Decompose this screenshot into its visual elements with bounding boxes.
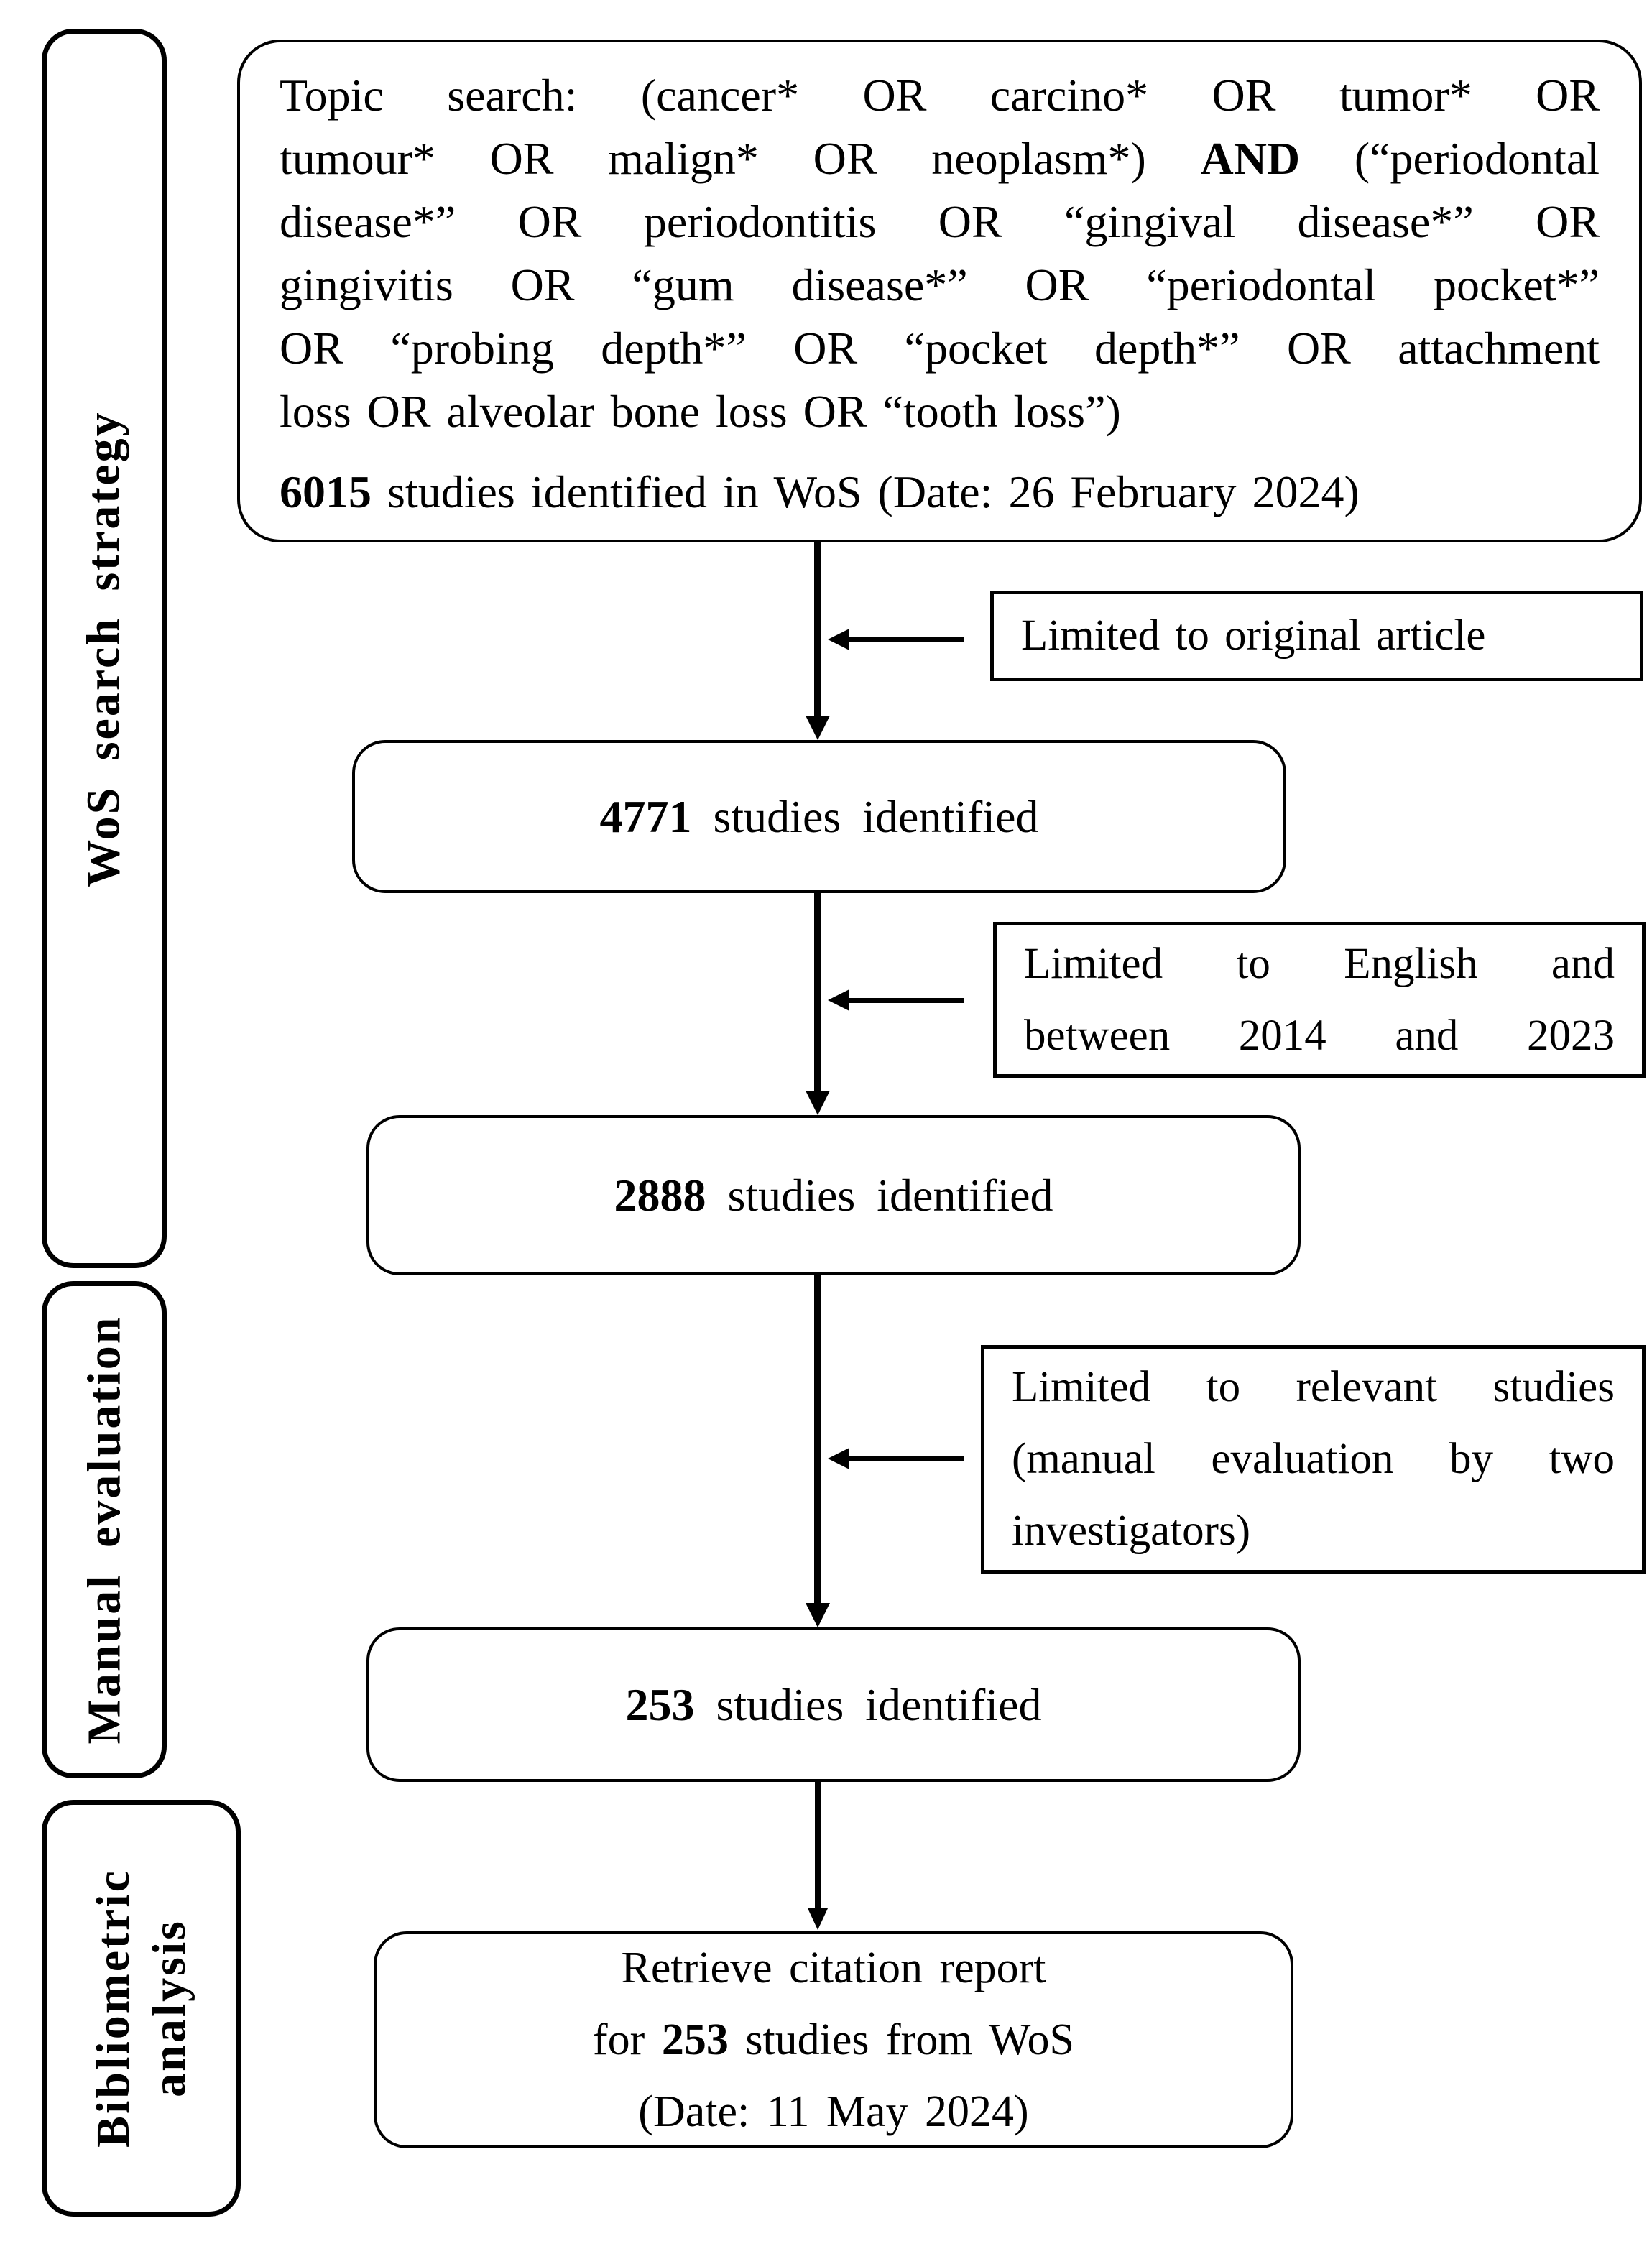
phase-label-manual-evaluation: Manual evaluation — [78, 1315, 130, 1745]
query-line-6: loss OR alveolar bone loss OR “tooth los… — [280, 386, 1121, 437]
left-arrow-3-line — [849, 1456, 964, 1461]
count-253: 253 — [625, 1678, 695, 1730]
step-text-4771: 4771 studies identified — [599, 790, 1038, 844]
step-text-2888: 2888 studies identified — [614, 1169, 1053, 1222]
final-citation-report-box: Retrieve citation report for 253 studies… — [374, 1931, 1293, 2148]
result-rest: studies identified in WoS (Date: 26 Febr… — [372, 466, 1360, 517]
filter-box-relevant-studies: Limited to relevant studies (manual eval… — [981, 1345, 1646, 1574]
step-text-253: 253 studies identified — [625, 1678, 1041, 1732]
down-arrow-1-head-icon — [806, 716, 830, 740]
filter-2-line-2: between 2014 and 2023 — [1024, 1011, 1615, 1060]
step-box-2888: 2888 studies identified — [366, 1115, 1301, 1275]
filter-3-line-2: (manual evaluation by two — [1012, 1435, 1615, 1483]
down-arrow-4-line — [815, 1782, 821, 1908]
left-arrow-1-head-icon — [828, 629, 849, 650]
count-6015: 6015 — [280, 466, 372, 517]
phase-box-bibliometric-analysis: Bibliometric analysis — [42, 1800, 241, 2217]
left-arrow-1-line — [849, 637, 964, 642]
step-rest-253: studies identified — [694, 1678, 1042, 1730]
left-arrow-2-line — [849, 998, 964, 1003]
filter-3-line-1: Limited to relevant studies — [1012, 1363, 1615, 1411]
topic-search-box: Topic search: (cancer* OR carcino* OR tu… — [237, 40, 1642, 542]
step-box-253: 253 studies identified — [366, 1627, 1301, 1782]
left-arrow-3-head-icon — [828, 1448, 849, 1469]
down-arrow-2-head-icon — [806, 1091, 830, 1115]
down-arrow-1-line — [814, 542, 821, 716]
final-line-2-post: studies from WoS — [728, 2015, 1074, 2064]
filter-3-line-3: investigators) — [1012, 1507, 1251, 1555]
left-arrow-2-head-icon — [828, 989, 849, 1011]
filter-box-original-article: Limited to original article — [990, 591, 1643, 681]
filter-1-line-1: Limited to original article — [1021, 611, 1486, 660]
down-arrow-4-head-icon — [808, 1908, 828, 1930]
query-line-5: OR “probing depth*” OR “pocket depth*” O… — [280, 323, 1600, 374]
query-line-4: gingivitis OR “gum disease*” OR “periodo… — [280, 259, 1600, 310]
phase-label-bibliometric-analysis: Bibliometric analysis — [86, 1869, 198, 2148]
query-and-operator: AND — [1200, 133, 1301, 184]
phase-box-wos-search-strategy: WoS search strategy — [42, 29, 167, 1268]
query-line-3: disease*” OR periodontitis OR “gingival … — [280, 196, 1600, 247]
phase-label-bibliometric-line1: Bibliometric — [86, 1869, 139, 2148]
query-line-2-post: (“periodontal — [1300, 133, 1600, 184]
filter-box-english-years: Limited to English and between 2014 and … — [993, 922, 1646, 1078]
step-box-4771: 4771 studies identified — [352, 740, 1286, 893]
final-line-1: Retrieve citation report — [621, 1944, 1046, 1992]
count-4771: 4771 — [599, 790, 692, 842]
down-arrow-3-line — [814, 1275, 821, 1603]
down-arrow-2-line — [814, 893, 821, 1091]
final-line-2: for 253 studies from WoS — [593, 2004, 1074, 2076]
query-line-1: Topic search: (cancer* OR carcino* OR tu… — [280, 70, 1600, 121]
initial-result-count: 6015 studies identified in WoS (Date: 26… — [280, 461, 1600, 524]
final-count-253: 253 — [661, 2015, 729, 2064]
query-line-2-pre: tumour* OR malign* OR neoplasm*) — [280, 133, 1201, 184]
phase-box-manual-evaluation: Manual evaluation — [42, 1281, 167, 1778]
phase-label-bibliometric-line2: analysis — [142, 1919, 195, 2097]
phase-label-wos-search-strategy: WoS search strategy — [78, 410, 130, 887]
filter-2-line-1: Limited to English and — [1024, 939, 1615, 988]
query-line-2: tumour* OR malign* OR neoplasm*) AND (“p… — [280, 127, 1600, 190]
final-line-2-pre: for — [593, 2015, 662, 2064]
count-2888: 2888 — [614, 1169, 706, 1221]
step-rest-4771: studies identified — [691, 790, 1039, 842]
final-line-3: (Date: 11 May 2024) — [638, 2087, 1029, 2136]
step-rest-2888: studies identified — [706, 1169, 1053, 1221]
down-arrow-3-head-icon — [806, 1603, 830, 1627]
